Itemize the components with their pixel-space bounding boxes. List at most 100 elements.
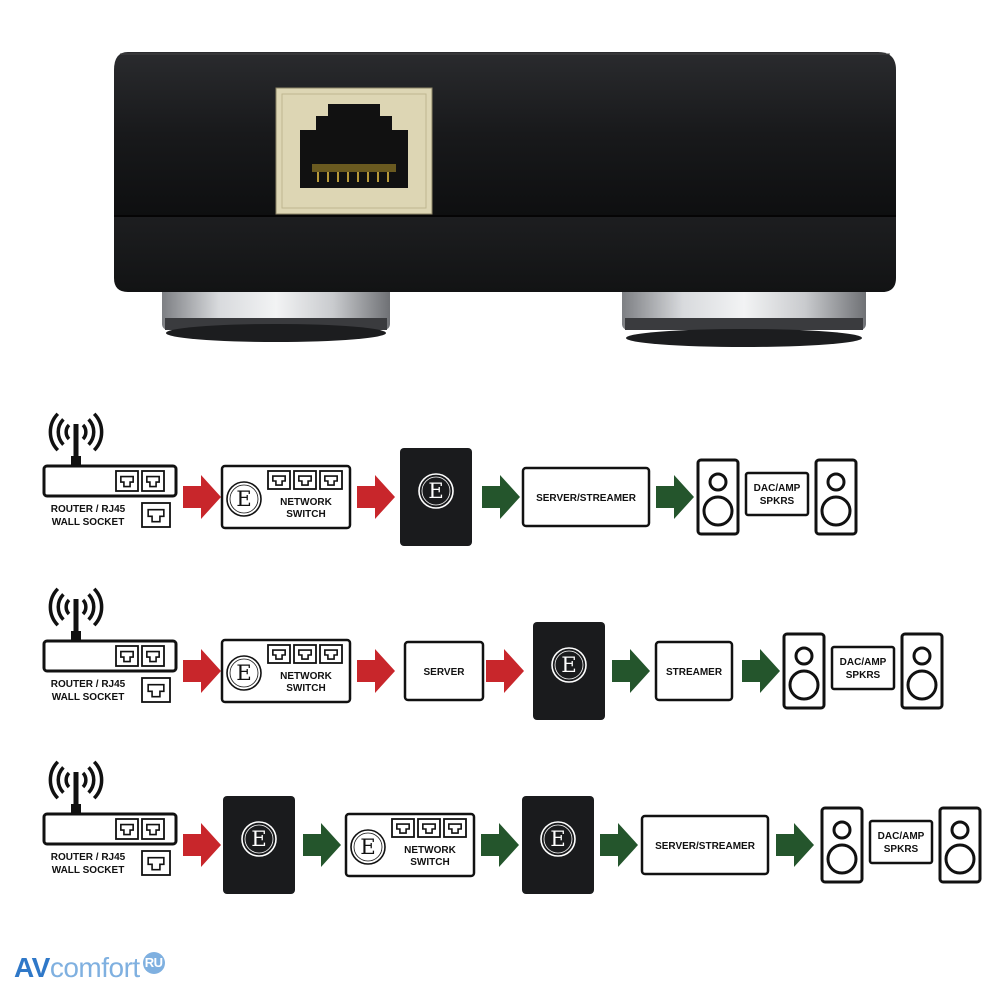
port-icon <box>115 818 139 840</box>
signal-wave-icon <box>92 587 104 627</box>
arrow-red <box>357 649 395 693</box>
router-label-line2: WALL SOCKET <box>52 692 125 703</box>
switch-label-line1: NETWORK <box>280 497 332 508</box>
speaker-icon <box>814 458 858 536</box>
port-icon <box>443 818 467 838</box>
e-logo-icon: E <box>418 473 454 509</box>
signal-wave-icon <box>64 423 71 441</box>
streamer-label: STREAMER <box>666 667 723 678</box>
speaker-icon <box>900 632 944 710</box>
port-icon <box>391 818 415 838</box>
signal-wave-icon <box>56 766 65 794</box>
signal-wave-icon <box>81 598 88 616</box>
device-unit: E <box>533 622 605 720</box>
dac-amp-box <box>744 471 810 517</box>
port-icon <box>141 502 171 528</box>
port-icon <box>267 470 291 490</box>
arrow-green <box>776 823 814 867</box>
e-logo-letter: E <box>561 653 577 678</box>
arrow-red <box>183 823 221 867</box>
device-body-top <box>114 52 896 216</box>
router-label-line1: ROUTER / RJ45 <box>51 679 126 690</box>
arrow-green <box>600 823 638 867</box>
signal-wave-icon <box>92 412 104 452</box>
server-label: SERVER <box>424 667 466 678</box>
speaker-icon <box>782 632 826 710</box>
port-icon <box>293 644 317 664</box>
server-streamer-box: SERVER/STREAMER <box>521 466 651 528</box>
server-streamer-label: SERVER/STREAMER <box>655 841 756 852</box>
arrow-green <box>303 823 341 867</box>
arrow-red <box>183 649 221 693</box>
switch-label-line1: NETWORK <box>280 671 332 682</box>
speaker-icon <box>938 806 982 884</box>
e-logo-letter: E <box>360 835 376 860</box>
e-logo-icon: E <box>350 829 386 865</box>
e-logo-icon: E <box>540 821 576 857</box>
e-logo-letter: E <box>236 661 252 686</box>
device-box <box>400 448 472 546</box>
dac-amp-label-line2: SPKRS <box>760 496 795 507</box>
device-unit: E <box>223 796 295 894</box>
device-box <box>522 796 594 894</box>
port-icon <box>417 818 441 838</box>
dac-amp-label-line1: DAC/AMP <box>878 831 925 842</box>
dac-amp-label-line1: DAC/AMP <box>840 657 887 668</box>
watermark-brand-a: AV <box>14 952 50 983</box>
signal-wave-icon <box>87 418 96 446</box>
rj45-port <box>275 87 433 215</box>
router-label-line1: ROUTER / RJ45 <box>51 852 126 863</box>
port-icon <box>293 470 317 490</box>
arrow-green <box>482 475 520 519</box>
signal-wave-icon <box>87 766 96 794</box>
port-icon <box>141 645 165 667</box>
device-photo <box>114 52 896 347</box>
switch-label-line2: SWITCH <box>286 509 325 520</box>
dac-amp-label-line2: SPKRS <box>846 670 881 681</box>
port-icon <box>319 470 343 490</box>
arrow-red <box>183 475 221 519</box>
port-icon <box>141 850 171 876</box>
router-label-line1: ROUTER / RJ45 <box>51 504 126 515</box>
device-box <box>223 796 295 894</box>
router-label-line2: WALL SOCKET <box>52 517 125 528</box>
port-icon <box>267 644 291 664</box>
e-logo-icon: E <box>226 481 262 517</box>
watermark-logo: AV comfort RU <box>14 952 165 988</box>
arrow-green <box>742 649 780 693</box>
left-foot <box>162 280 390 342</box>
signal-wave-icon <box>48 760 60 800</box>
signal-wave-icon <box>56 593 65 621</box>
signal-wave-icon <box>48 587 60 627</box>
e-logo-icon: E <box>551 647 587 683</box>
device-unit: E <box>522 796 594 894</box>
arrow-green <box>656 475 694 519</box>
port-icon <box>115 645 139 667</box>
e-logo-letter: E <box>550 827 566 852</box>
device-unit: E <box>400 448 472 546</box>
arrow-red <box>486 649 524 693</box>
signal-wave-icon <box>92 760 104 800</box>
server-streamer-label: SERVER/STREAMER <box>536 493 637 504</box>
switch-label-line2: SWITCH <box>286 683 325 694</box>
port-icon <box>141 677 171 703</box>
streamer-box: STREAMER <box>654 640 734 702</box>
switch-label-line2: SWITCH <box>410 857 449 868</box>
e-logo-icon: E <box>241 821 277 857</box>
watermark-badge: RU <box>142 952 165 974</box>
watermark-brand-b: comfort <box>49 952 140 983</box>
e-logo-letter: E <box>236 487 252 512</box>
arrow-green <box>612 649 650 693</box>
signal-wave-icon <box>87 593 96 621</box>
switch-label-line1: NETWORK <box>404 845 456 856</box>
signal-wave-icon <box>64 598 71 616</box>
dac-amp-speakers: DAC/AMP SPKRS <box>782 632 944 710</box>
signal-wave-icon <box>81 771 88 789</box>
